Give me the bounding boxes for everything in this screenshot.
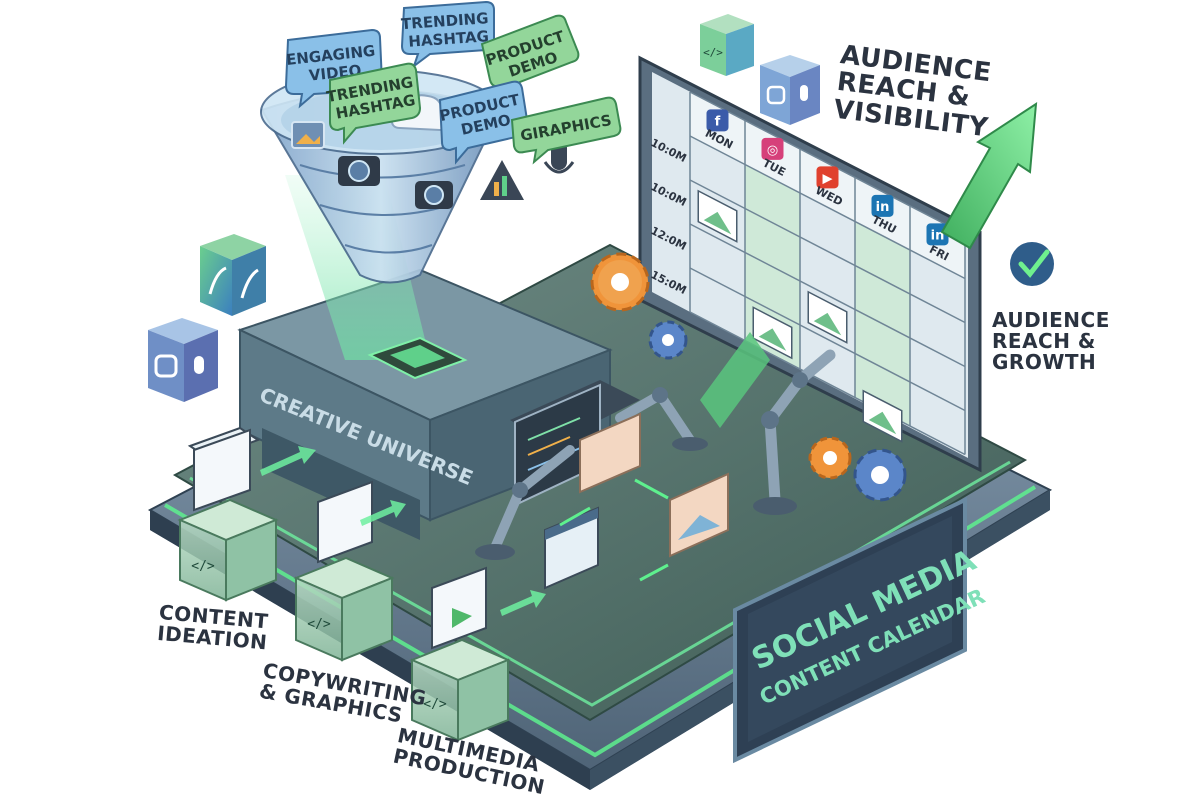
media-icon-cube xyxy=(760,55,820,125)
scheduled-post-thumbnail xyxy=(862,389,903,443)
svg-text:</>: </> xyxy=(423,697,447,712)
calendar-gridline xyxy=(689,311,966,456)
green-panel xyxy=(700,332,770,428)
linkedin-icon: in xyxy=(871,194,894,217)
platform-glyph: ◎ xyxy=(767,143,778,158)
calendar-gridline xyxy=(689,91,966,236)
code-icon-cube: </> xyxy=(700,14,754,76)
svg-text:</>: </> xyxy=(307,617,331,632)
label-line: AUDIENCE xyxy=(992,308,1110,332)
platform-glyph: in xyxy=(876,200,890,215)
scheduled-post-thumbnail xyxy=(697,189,738,243)
svg-text:</>: </> xyxy=(703,46,723,59)
label-line: GROWTH xyxy=(992,350,1097,374)
flow-arrows xyxy=(559,478,669,582)
robot-arm xyxy=(615,387,708,451)
bubble-line: HASHTAG xyxy=(408,27,490,51)
stage-box-copywriting: </> xyxy=(293,480,395,662)
robot-arm xyxy=(475,445,575,560)
calendar-gridline xyxy=(689,223,966,368)
camera-icon xyxy=(338,156,380,186)
bubble-product-demo-mid: PRODUCT DEMO xyxy=(438,80,530,165)
scheduled-post-thumbnail xyxy=(752,306,793,360)
platform-glyph: f xyxy=(715,114,721,129)
platform-glyph: ▶ xyxy=(823,171,833,186)
webpage-card xyxy=(544,506,599,590)
chart-icon xyxy=(480,160,524,200)
bubble-trending-hashtag-mid: TRENDING HASHTAG xyxy=(325,62,422,145)
growth-arrow-icon xyxy=(940,102,1038,250)
checkmark-icon xyxy=(1010,242,1054,286)
social-media-sign: SOCIAL MEDIA CONTENT CALENDAR xyxy=(733,496,989,764)
youtube-icon: ▶ xyxy=(816,166,839,189)
bubble-graphics: GIRAPHICS xyxy=(510,96,622,165)
stage-box-multimedia: </> xyxy=(409,566,511,742)
facebook-icon: f xyxy=(706,109,729,132)
stage-box-ideation: </> xyxy=(177,426,279,602)
gear-icon xyxy=(808,436,852,480)
gear-icon xyxy=(853,448,907,502)
media-icon-cube xyxy=(148,318,218,402)
calendar-gridline xyxy=(689,267,966,412)
feather-icon-cube xyxy=(200,234,266,316)
calendar-gridline xyxy=(689,135,966,280)
image-icon xyxy=(291,121,325,149)
processor-chip-icon xyxy=(367,336,468,380)
camera-icon xyxy=(415,181,453,209)
scheduled-post-thumbnail xyxy=(807,290,848,344)
bubble-engaging-video: ENGAGING VIDEO xyxy=(284,28,384,109)
bubble-trending-hashtag-top: TRENDING HASHTAG xyxy=(400,0,495,69)
gear-icon xyxy=(648,320,688,360)
stage-flow-arrows xyxy=(260,446,546,616)
robot-arm xyxy=(753,349,836,515)
svg-text:</>: </> xyxy=(191,559,215,574)
label-line: REACH & xyxy=(992,329,1096,353)
image-card xyxy=(579,412,641,494)
image-card xyxy=(669,472,729,558)
audience-growth-label: AUDIENCE REACH & GROWTH xyxy=(992,310,1110,373)
stage-label-ideation: CONTENT IDEATION xyxy=(156,600,270,654)
calendar-gridline xyxy=(689,179,966,324)
gear-icon xyxy=(590,252,650,312)
instagram-icon: ◎ xyxy=(761,137,784,160)
